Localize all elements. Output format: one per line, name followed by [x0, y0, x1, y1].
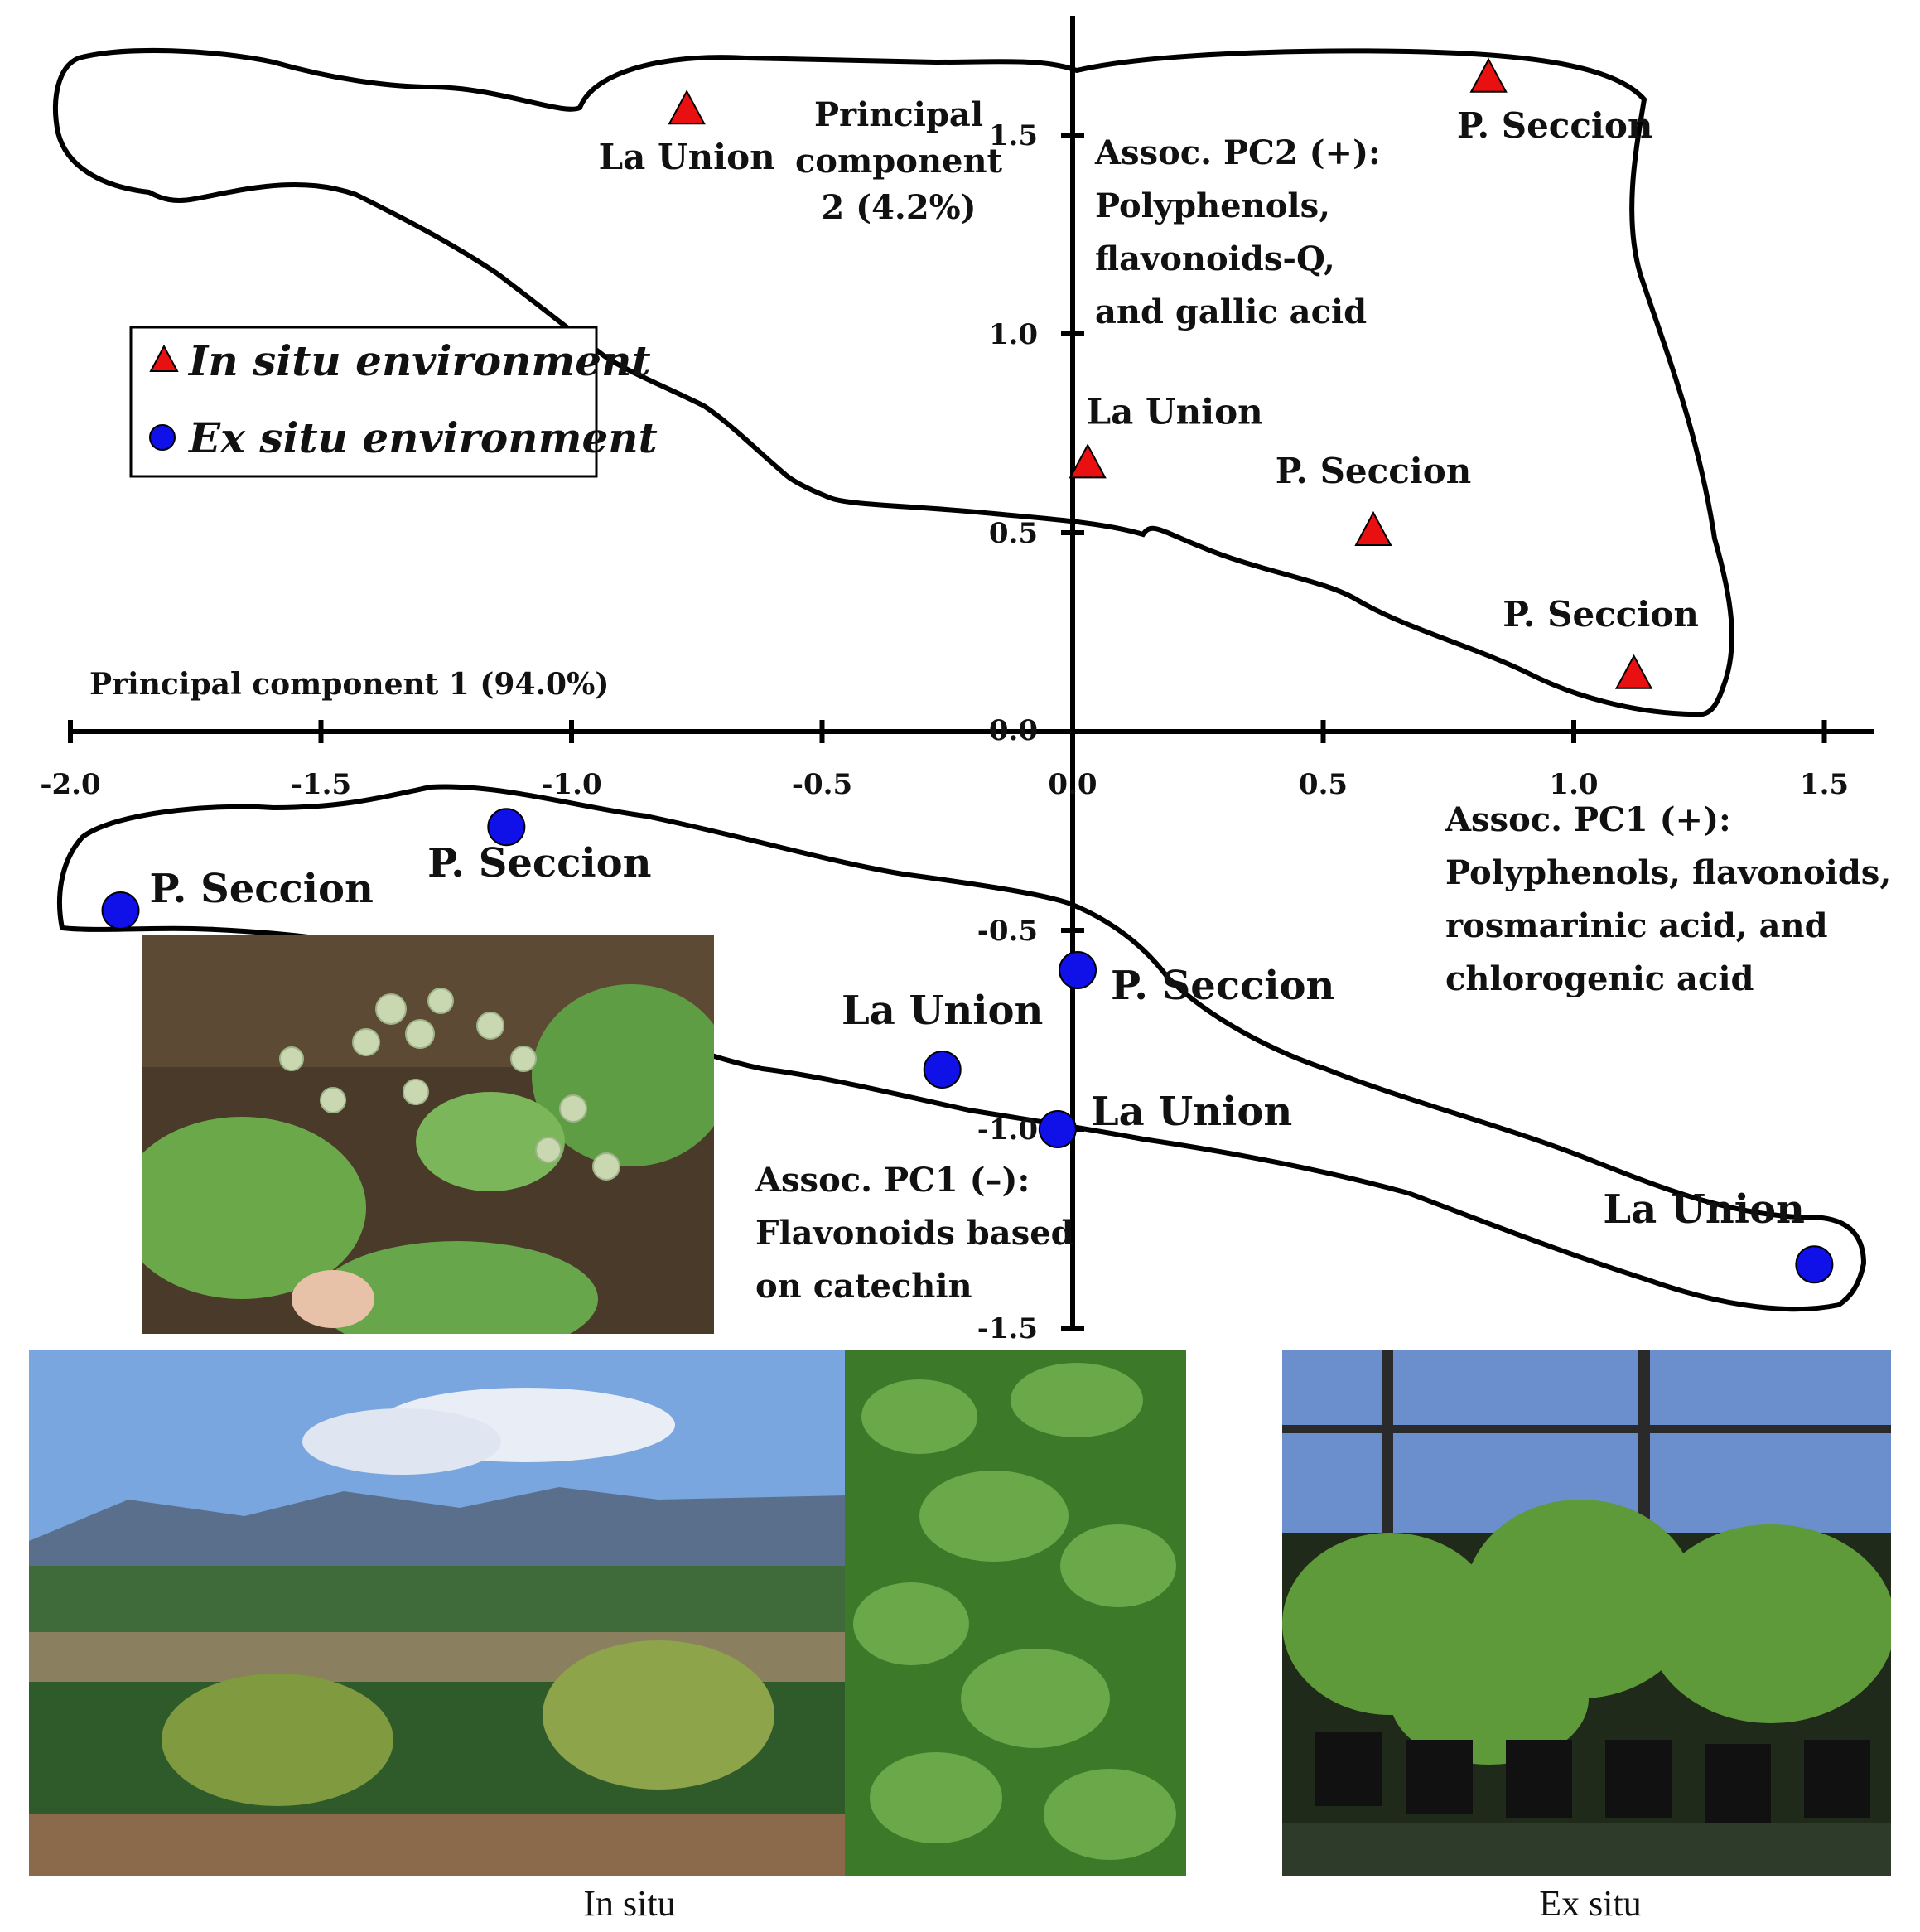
annotation-line: Assoc. PC1 (+): — [1445, 800, 1731, 839]
in-situ-point — [1354, 510, 1392, 546]
y-axis-title-line: 2 (4.2%) — [821, 188, 976, 227]
annotation-line: Assoc. PC1 (–): — [755, 1161, 1030, 1200]
legend-triangle-icon — [149, 344, 179, 372]
point-label: P. Seccion — [427, 840, 651, 886]
y-tick-label: 0.5 — [989, 517, 1038, 550]
annotations: Assoc. PC2 (+): Polyphenols, flavonoids-Q,… — [755, 133, 1891, 1306]
x-tick-label: 0.0 — [1048, 768, 1097, 801]
pca-scatter-chart: -2.0 -1.5 -1.0 -0.5 0.0 0.5 1.0 1.5 -1.5 -1.0 -0.5… — [40, 16, 1891, 1342]
y-tick-label: 1.5 — [989, 119, 1038, 152]
in-situ-point — [1069, 443, 1107, 479]
annotation-line: rosmarinic acid, and — [1445, 906, 1828, 945]
y-tick-label: -1.5 — [977, 1312, 1038, 1342]
point-label: P. Seccion — [1457, 105, 1653, 146]
annotation-line: and gallic acid — [1095, 292, 1367, 331]
y-tick-label: -0.5 — [977, 915, 1038, 948]
y-axis-title-line: Principal — [814, 95, 983, 134]
in-situ-foliage-photo — [845, 1350, 1186, 1876]
y-tick-label: -1.0 — [977, 1113, 1038, 1147]
x-tick-label: 0.5 — [1299, 768, 1348, 801]
annotation-line: on catechin — [755, 1267, 972, 1306]
annotation-line: Flavonoids based — [755, 1214, 1074, 1253]
annotation-line: Polyphenols, flavonoids, — [1445, 853, 1891, 892]
legend-entry-in-situ: In situ environment — [187, 336, 651, 385]
x-tick-label: -0.5 — [792, 768, 852, 801]
y-tick-label: 0.0 — [989, 714, 1038, 747]
plant-closeup-photo — [142, 935, 714, 1334]
annotation-line: Assoc. PC2 (+): — [1094, 133, 1381, 172]
annotation-line: flavonoids-Q, — [1095, 239, 1335, 278]
point-label: P. Seccion — [150, 866, 374, 912]
ex-situ-point — [1795, 1245, 1834, 1284]
point-label: La Union — [842, 988, 1043, 1034]
y-tick-label: 1.0 — [989, 318, 1038, 351]
x-tick-label: 1.5 — [1800, 768, 1849, 801]
in-situ-point — [668, 89, 706, 125]
legend: In situ environment Ex situ environment — [129, 326, 658, 478]
point-label: La Union — [1087, 391, 1263, 432]
annotation-line: Polyphenols, — [1095, 186, 1330, 225]
chart-marks: La Union P. Seccion La Union P. Seccion P. S… — [101, 57, 1834, 1284]
legend-box — [129, 326, 598, 478]
point-label: La Union — [1091, 1089, 1292, 1135]
point-label: P. Seccion — [1276, 451, 1472, 491]
in-situ-landscape-photo — [29, 1350, 845, 1876]
y-axis-title-line: component — [795, 142, 1003, 181]
x-tick-label: -1.5 — [291, 768, 351, 801]
annotation-line: chlorogenic acid — [1445, 959, 1754, 998]
ex-situ-point — [1059, 951, 1097, 989]
x-tick-label: -1.0 — [541, 768, 601, 801]
legend-circle-icon — [149, 424, 176, 451]
axes: -2.0 -1.5 -1.0 -0.5 0.0 0.5 1.0 1.5 -1.5 -1.0 -0.5… — [40, 16, 1874, 1342]
x-axis-title: Principal component 1 (94.0%) — [89, 667, 609, 702]
point-label: La Union — [599, 137, 775, 177]
point-label: P. Seccion — [1111, 963, 1334, 1009]
legend-entry-ex-situ: Ex situ environment — [187, 413, 658, 462]
in-situ-point — [1614, 654, 1653, 689]
in-situ-caption: In situ — [583, 1883, 676, 1924]
ex-situ-point — [1038, 1110, 1077, 1148]
ex-situ-point — [923, 1051, 962, 1089]
ex-situ-point — [101, 891, 140, 930]
point-label: P. Seccion — [1503, 594, 1699, 635]
ex-situ-greenhouse-photo — [1282, 1350, 1891, 1876]
in-situ-group-outline — [53, 47, 1734, 717]
ex-situ-caption: Ex situ — [1539, 1883, 1642, 1924]
ex-situ-point — [487, 808, 526, 847]
x-tick-label: -2.0 — [40, 768, 100, 801]
in-situ-point — [1469, 57, 1508, 93]
point-label: La Union — [1603, 1186, 1804, 1233]
x-tick-label: 1.0 — [1549, 768, 1598, 801]
